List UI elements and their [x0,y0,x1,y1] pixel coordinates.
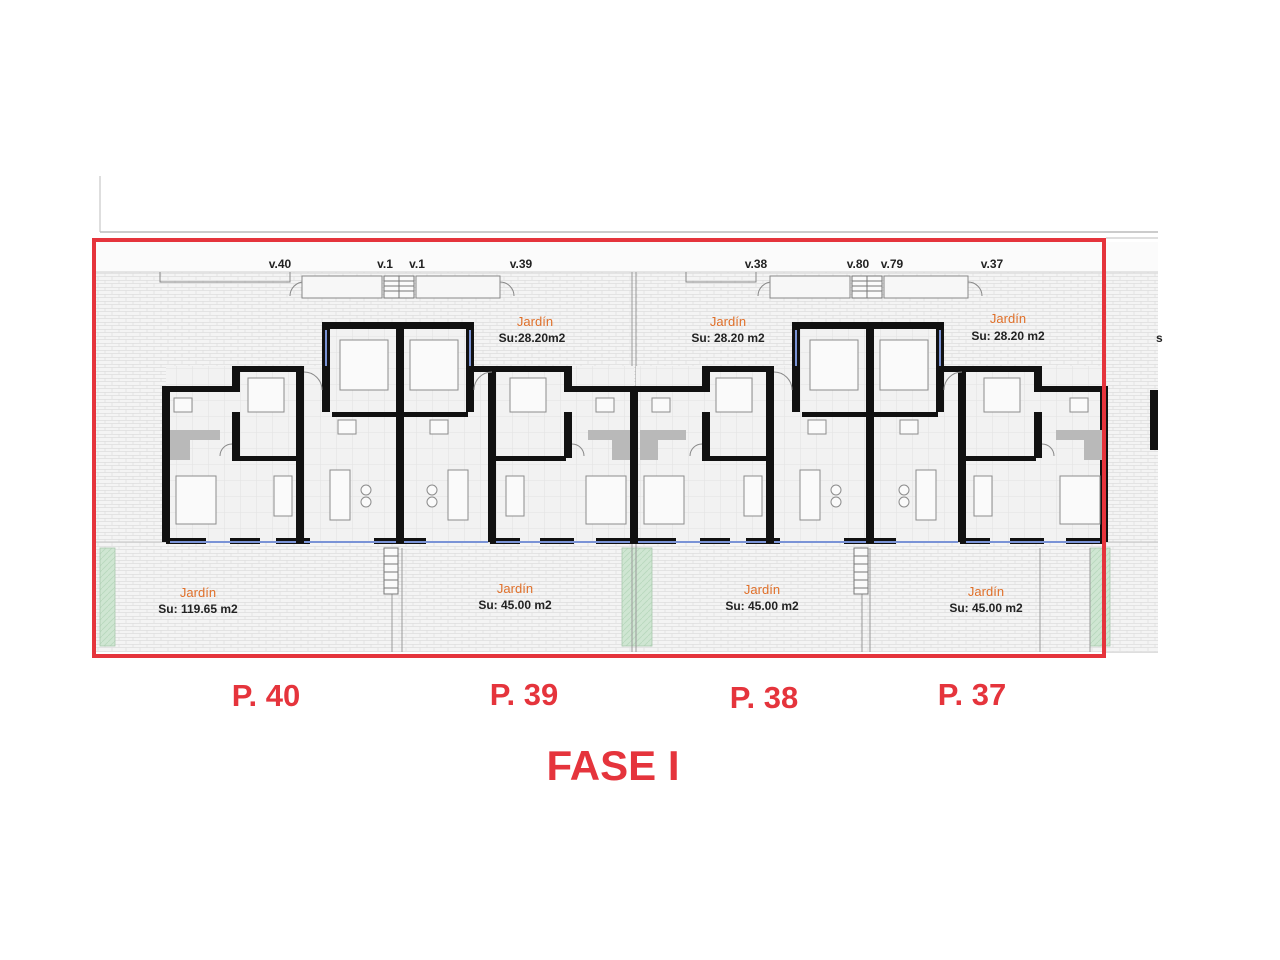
garden-name: Jardín [180,585,216,600]
garden-name: Jardín [968,584,1004,599]
phase-title: FASE I [546,742,679,789]
entrance-bays [159,272,983,299]
v-label: v.38 [745,257,768,271]
v-label: v.1 [377,257,393,271]
garden-name: Jardín [517,314,553,329]
counters [170,430,1102,460]
cut-mark: s [1156,331,1163,345]
plot-label-37: P. 37 [938,677,1006,712]
glazing [170,330,1100,543]
v-labels: v.40 v.1 v.1 v.39 v.38 v.80 v.79 v.37 [269,257,1004,271]
garden-name: Jardín [990,311,1026,326]
v-label: v.1 [409,257,425,271]
plot-labels: P. 40 P. 39 P. 38 P. 37 [232,677,1006,715]
furniture [173,339,1101,525]
v-label: v.79 [881,257,904,271]
garden-area: Su:28.20m2 [499,331,566,345]
garden-name: Jardín [710,314,746,329]
hedge-middle [621,547,653,647]
top-garden-labels: Jardín Su:28.20m2 Jardín Su: 28.20 m2 Ja… [499,311,1163,345]
door-swings [219,371,1055,457]
garden-area: Su: 28.20 m2 [971,329,1045,343]
garden-area: Su: 45.00 m2 [478,598,552,612]
garden-area: Su: 45.00 m2 [725,599,799,613]
phase-outline [92,238,1106,658]
v-label: v.80 [847,257,870,271]
v-label: v.37 [981,257,1004,271]
plot-label-39: P. 39 [490,677,558,712]
v-label: v.40 [269,257,292,271]
hedge-right [1089,547,1111,647]
plot-label-38: P. 38 [730,680,798,715]
v-label: v.39 [510,257,533,271]
garden-area: Su: 45.00 m2 [949,601,1023,615]
garden-area: Su: 28.20 m2 [691,331,765,345]
bottom-garden-labels: Jardín Su: 119.65 m2 Jardín Su: 45.00 m2… [158,581,1023,616]
hedge-left [99,547,116,647]
garden-name: Jardín [744,582,780,597]
garden-name: Jardín [497,581,533,596]
stairs [383,275,883,595]
garden-area: Su: 119.65 m2 [158,602,238,616]
plot-label-40: P. 40 [232,678,300,713]
